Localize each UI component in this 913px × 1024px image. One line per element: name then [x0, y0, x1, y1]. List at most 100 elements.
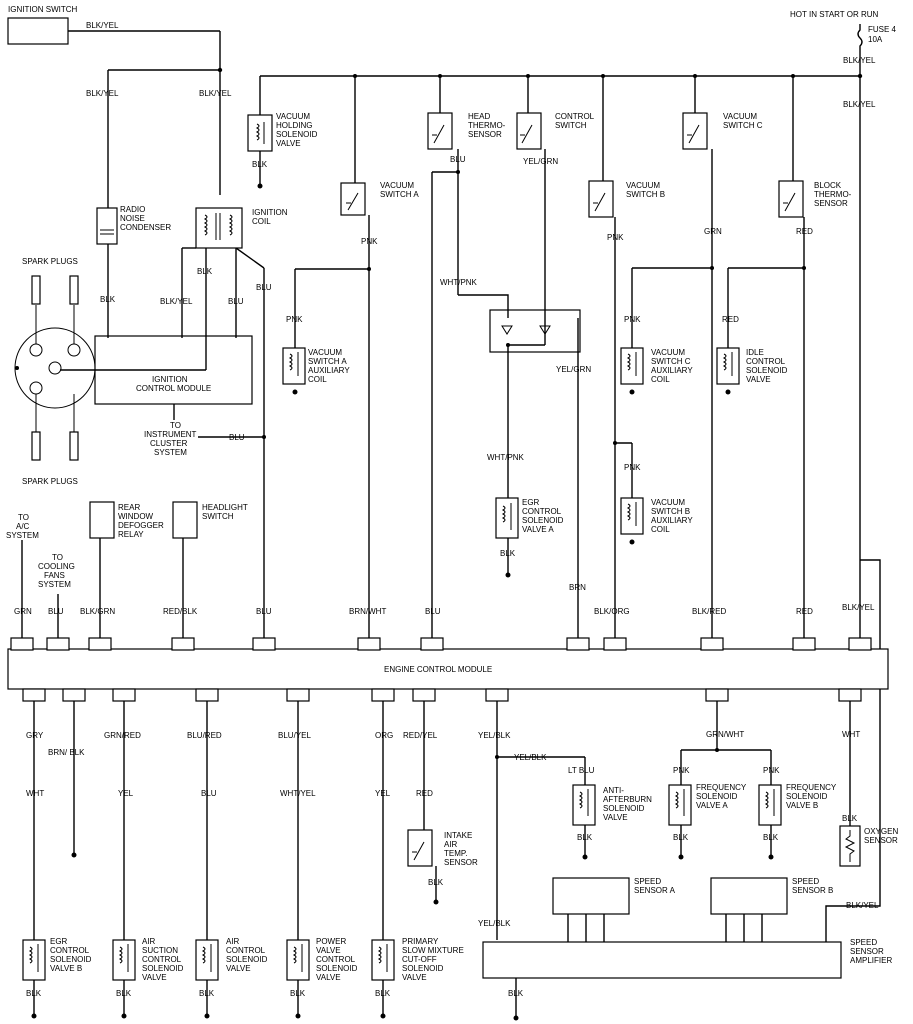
- diagram-label: BLK/YEL: [842, 603, 875, 612]
- diagram-label: VACUUM: [380, 181, 414, 190]
- hot-label: HOT IN START OR RUN: [790, 10, 879, 19]
- ignition-coil: [195, 207, 243, 249]
- diagram-label: BRN/ BLK: [48, 748, 85, 757]
- diagram-label: VACUUM: [308, 348, 342, 357]
- diagram-label: AUXILIARY: [308, 366, 350, 375]
- diagram-label: COIL: [651, 525, 670, 534]
- vacuum-switch-a: [340, 182, 366, 216]
- rear-defogger-relay: [89, 501, 115, 539]
- diagram-label: SOLENOID: [746, 366, 788, 375]
- diagram-label: COIL: [308, 375, 327, 384]
- diagram-label: GRN/WHT: [706, 730, 744, 739]
- diagram-label: CONTROL: [226, 946, 266, 955]
- vacuum-switch-c: [682, 112, 708, 150]
- diagram-label: BLK: [577, 833, 593, 842]
- frequency-solenoid-b: [758, 784, 782, 826]
- diagram-label: ORG: [375, 731, 393, 740]
- diagram-label: GRN: [704, 227, 722, 236]
- diagram-label: WHT: [26, 789, 44, 798]
- primary-slow-mixture-cutoff-solenoid: [371, 939, 395, 981]
- diagram-label: BLK/YEL: [160, 297, 193, 306]
- diagram-label: AIR: [226, 937, 240, 946]
- diagram-label: SOLENOID: [522, 516, 564, 525]
- diagram-label: VACUUM: [651, 348, 685, 357]
- diagram-label: BLU: [256, 607, 272, 616]
- diagram-label: YEL/BLK: [478, 731, 511, 740]
- vacuum-switch-a-aux-coil: [282, 347, 306, 385]
- spark-plug: [31, 431, 41, 461]
- fuse-amp: 10A: [868, 35, 883, 44]
- diagram-label: WHT: [842, 730, 860, 739]
- diagram-label: WHT/YEL: [280, 789, 316, 798]
- diagram-label: BLK: [199, 989, 215, 998]
- diagram-label: YEL: [118, 789, 134, 798]
- diagram-label: LT BLU: [568, 766, 595, 775]
- diagram-label: HEADLIGHT: [202, 503, 248, 512]
- air-suction-control-solenoid: [112, 939, 136, 981]
- diagram-label: SWITCH B: [626, 190, 665, 199]
- frequency-solenoid-a: [668, 784, 692, 826]
- diagram-label: AUXILIARY: [651, 366, 693, 375]
- diagram-label: INTAKE: [444, 831, 472, 840]
- diagram-label: BLK/YEL: [846, 901, 879, 910]
- diagram-label: SWITCH C: [723, 121, 763, 130]
- diagram-label: PRIMARY: [402, 937, 439, 946]
- diagram-label: VALVE A: [522, 525, 554, 534]
- ignition-switch-title: IGNITION SWITCH: [8, 5, 78, 14]
- diagram-label: YEL/BLK: [478, 919, 511, 928]
- anti-afterburn-solenoid: [572, 784, 596, 826]
- speed-sensor-amplifier: [482, 941, 842, 979]
- ignition-switch-box: [7, 17, 69, 45]
- diagram-label: EGR: [522, 498, 540, 507]
- diagram-label: SLOW MIXTURE: [402, 946, 464, 955]
- diagram-label: WINDOW: [118, 512, 154, 521]
- diagram-label: VACUUM: [626, 181, 660, 190]
- diagram-label: COIL: [651, 375, 670, 384]
- diagram-label: SENSOR: [468, 130, 502, 139]
- diagram-label: SOLENOID: [316, 964, 358, 973]
- diagram-label: VALVE: [316, 946, 341, 955]
- diagram-label: VALVE: [402, 973, 427, 982]
- diagram-label: CONTROL: [522, 507, 562, 516]
- diagram-label: VALVE: [603, 813, 628, 822]
- diagram-label: TO: [52, 553, 63, 562]
- diagram-label: SWITCH C: [651, 357, 691, 366]
- diagram-label: ANTI-: [603, 786, 624, 795]
- diagram-label: FANS: [44, 571, 65, 580]
- headlight-switch: [172, 501, 198, 539]
- diagram-label: SOLENOID: [226, 955, 268, 964]
- vacuum-switch-b: [588, 180, 614, 218]
- diagram-label: YEL/GRN: [523, 157, 558, 166]
- diagram-label: BLK: [375, 989, 391, 998]
- diagram-label: SPEED: [634, 877, 661, 886]
- diagram-label: PNK: [624, 463, 641, 472]
- diagram-label: SYSTEM: [38, 580, 71, 589]
- power-valve-control-solenoid: [286, 939, 310, 981]
- diagram-label: SENSOR B: [792, 886, 833, 895]
- diagram-label: BLK: [197, 267, 213, 276]
- distributor-cap: [14, 327, 96, 409]
- diagram-label: SWITCH B: [651, 507, 690, 516]
- diagram-label: PNK: [763, 766, 780, 775]
- diagram-label: BLOCK: [814, 181, 842, 190]
- diagram-label: RED: [796, 607, 813, 616]
- diagram-label: VACUUM: [651, 498, 685, 507]
- diagram-label: SYSTEM: [6, 531, 39, 540]
- wire-label: BLK/YEL: [843, 56, 876, 65]
